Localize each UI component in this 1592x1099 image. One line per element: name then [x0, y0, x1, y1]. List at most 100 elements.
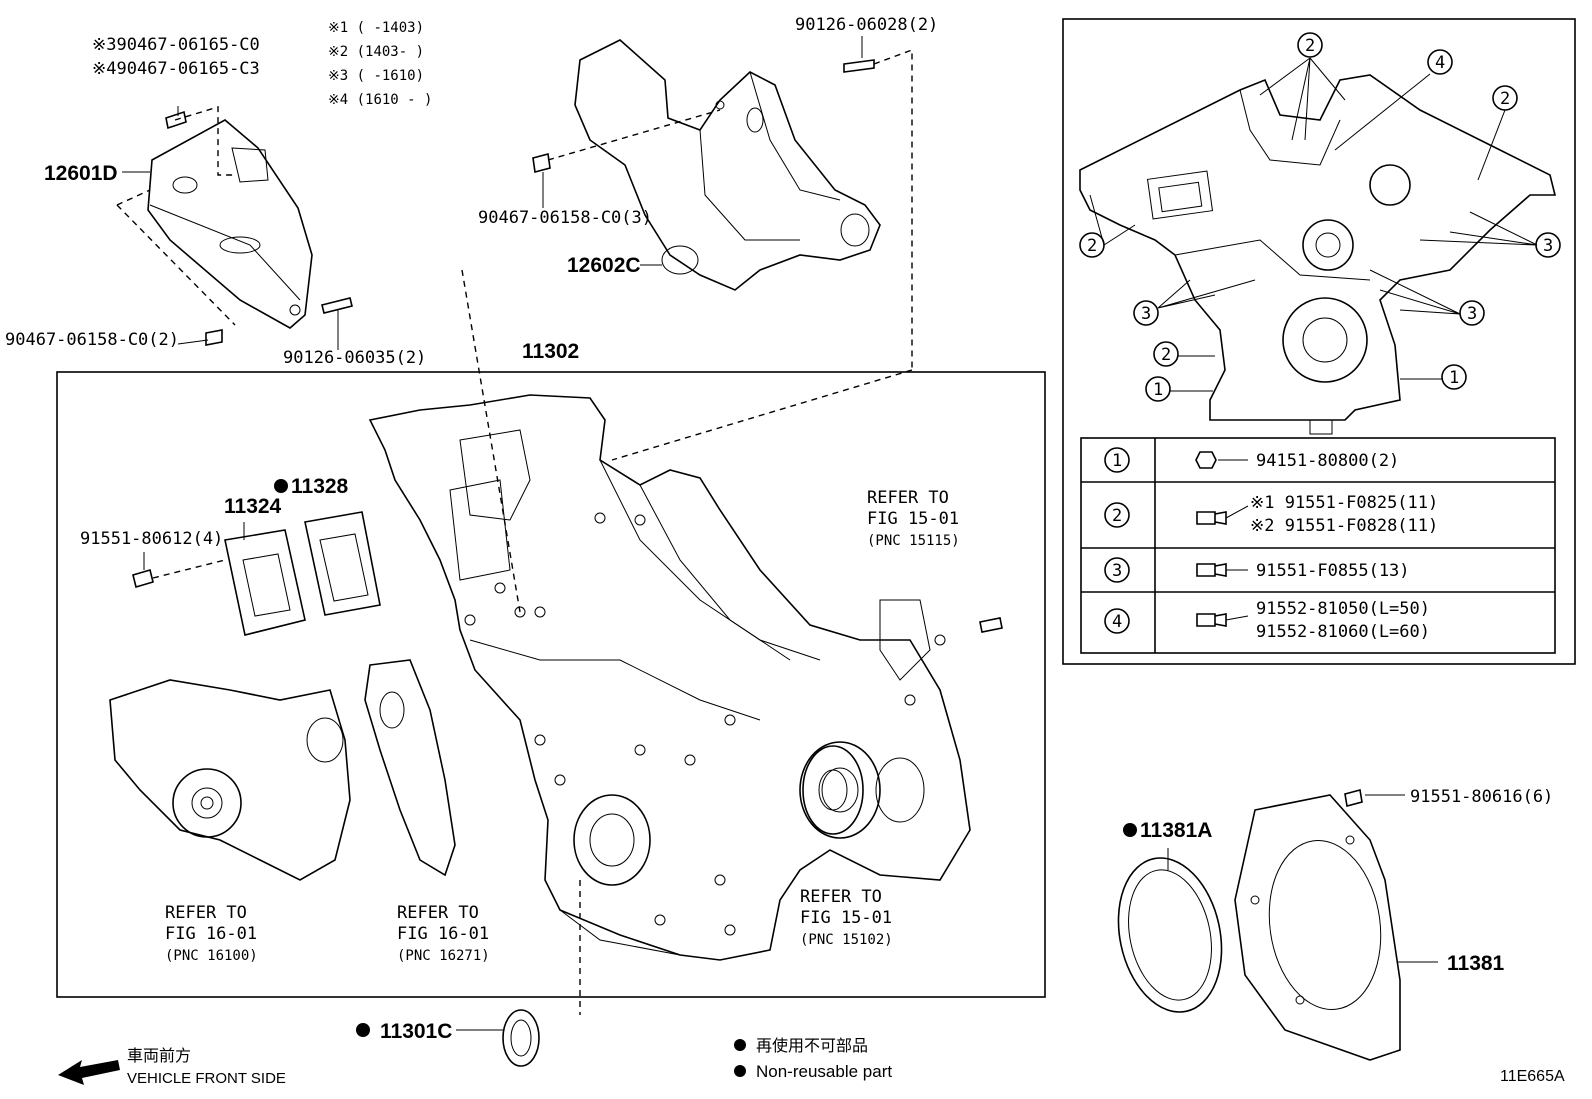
- svg-text:2: 2: [1500, 89, 1510, 109]
- oil-seal-11381a-drawing: [1117, 857, 1223, 1013]
- legend-non-reusable-jp: 再使用不可部品: [756, 1037, 868, 1055]
- ref-note-16100-line3: (PNC 16100): [165, 948, 258, 964]
- ref-note-16100-line2: FIG 16-01: [165, 924, 257, 944]
- label-11302: 11302: [522, 340, 579, 363]
- stud-icon: [843, 59, 875, 73]
- bolt-icon: [532, 152, 551, 174]
- bolt-table-row-4: 4 91552-81050(L=50) 91552-81060(L=60): [1104, 599, 1430, 642]
- date-note-2: ※2 (1403- ): [328, 44, 424, 60]
- ref-note-16271-line1: REFER TO: [397, 903, 479, 923]
- label-12601d: 12601D: [44, 162, 118, 185]
- inset-cover-outline-drawing: [1079, 74, 1557, 435]
- svg-text:91552-81050(L=50): 91552-81050(L=50): [1256, 599, 1430, 619]
- svg-text:4: 4: [1435, 53, 1445, 73]
- label-12602c: 12602C: [567, 254, 641, 277]
- svg-text:1: 1: [1449, 368, 1459, 388]
- gasket-11328-drawing: [304, 511, 381, 616]
- label-91551-80612: 91551-80612(4): [80, 529, 223, 549]
- svg-text:3: 3: [1543, 236, 1553, 256]
- label-90126-06028: 90126-06028(2): [795, 15, 938, 35]
- ref-note-16271-line3: (PNC 16271): [397, 948, 490, 964]
- bolt-icon: [1196, 613, 1249, 627]
- inset-callout-leaders: [1089, 57, 1538, 392]
- bolt-table-row-3: 3 91551-F0855(13): [1104, 557, 1410, 583]
- bracket-12602c-drawing: [574, 39, 881, 291]
- bolt-icon: [1344, 789, 1363, 807]
- timing-cover-11302-drawing: [368, 394, 971, 961]
- bolt-icon: [1195, 451, 1248, 469]
- inset-callout-2-left: 2: [1079, 232, 1105, 258]
- label-11328: 11328: [291, 475, 349, 498]
- svg-text:3: 3: [1112, 561, 1122, 581]
- ref-note-16271-line2: FIG 16-01: [397, 924, 489, 944]
- bolt-table-row-1: 1 94151-80800(2): [1104, 447, 1399, 473]
- non-reusable-dot-11381a: [1123, 823, 1137, 837]
- date-note-3: ※3 ( -1610): [328, 68, 424, 84]
- bolt-icon: [132, 568, 154, 589]
- ref-note-15115-line2: FIG 15-01: [867, 509, 959, 529]
- svg-text:1: 1: [1112, 451, 1122, 471]
- svg-text:4: 4: [1112, 612, 1122, 632]
- bolt-table-grid: [1080, 437, 1556, 654]
- legend-non-reusable-en: Non-reusable part: [756, 1062, 892, 1081]
- label-90126-06035: 90126-06035(2): [283, 348, 426, 368]
- svg-text:2: 2: [1161, 345, 1171, 365]
- ref-note-16100-line1: REFER TO: [165, 903, 247, 923]
- svg-text:2: 2: [1087, 236, 1097, 256]
- oil-pump-rotor-drawing: [802, 745, 864, 835]
- bolt-icon: [1196, 505, 1249, 525]
- inset-callout-3-right-top: 3: [1535, 232, 1561, 258]
- label-11381: 11381: [1447, 952, 1505, 975]
- ref-note-15102-line3: (PNC 15102): [800, 932, 893, 948]
- label-90467-06158-c0-left: 90467-06158-C0(2): [5, 330, 179, 350]
- non-reusable-dot-11328: [274, 479, 288, 493]
- label-11381a: 11381A: [1140, 819, 1212, 842]
- label-11301c: 11301C: [380, 1020, 452, 1043]
- inset-callout-2-top: 2: [1297, 32, 1323, 58]
- retainer-11381-drawing: [1234, 794, 1401, 1061]
- label-11324: 11324: [224, 495, 282, 518]
- bolt-icon: [1196, 563, 1248, 577]
- svg-text:※2 91551-F0828(11): ※2 91551-F0828(11): [1250, 516, 1438, 536]
- svg-text:※1 91551-F0825(11): ※1 91551-F0825(11): [1250, 493, 1438, 513]
- bolt-icon: [165, 106, 187, 130]
- non-reusable-dot-11301c: [356, 1023, 370, 1037]
- stud-icon: [321, 297, 353, 314]
- bracket-12601d-drawing: [147, 119, 313, 329]
- front-direction-arrow-icon: [58, 1060, 120, 1085]
- direction-label-en: VEHICLE FRONT SIDE: [127, 1070, 286, 1087]
- bolt-icon: [205, 329, 223, 346]
- inset-callout-2-lower: 2: [1153, 341, 1179, 367]
- inset-callout-3-left: 3: [1133, 300, 1159, 326]
- inset-callout-4: 4: [1427, 49, 1453, 75]
- inset-callout-1-right: 1: [1441, 364, 1467, 390]
- svg-text:94151-80800(2): 94151-80800(2): [1256, 451, 1399, 471]
- legend-dot-jp: [734, 1039, 746, 1051]
- ref-note-15115-line1: REFER TO: [867, 488, 949, 508]
- inset-callout-3-right-bottom: 3: [1459, 300, 1485, 326]
- svg-text:2: 2: [1305, 36, 1315, 56]
- inset-detail-frame: [1062, 18, 1576, 665]
- ref-note-15102-line1: REFER TO: [800, 887, 882, 907]
- inset-callout-1-left: 1: [1145, 376, 1171, 402]
- svg-text:91551-F0855(13): 91551-F0855(13): [1256, 561, 1410, 581]
- svg-text:1: 1: [1153, 380, 1163, 400]
- legend-dot-en: [734, 1065, 746, 1077]
- svg-text:3: 3: [1467, 304, 1477, 324]
- inset-callout-2-right: 2: [1492, 85, 1518, 111]
- bolt-table-row-2: 2 ※1 91551-F0825(11) ※2 91551-F0828(11): [1104, 493, 1438, 536]
- label-91551-80616: 91551-80616(6): [1410, 787, 1553, 807]
- gasket-11324-drawing: [224, 529, 306, 636]
- svg-text:91552-81060(L=60): 91552-81060(L=60): [1256, 622, 1430, 642]
- ref-note-15115-line3: (PNC 15115): [867, 533, 960, 549]
- bolt-icon: [979, 617, 1003, 633]
- assembly-frame-11302: [56, 371, 1046, 998]
- date-note-1: ※1 ( -1403): [328, 20, 424, 36]
- svg-text:2: 2: [1112, 506, 1122, 526]
- label-90467-06165-c3: ※490467-06165-C3: [92, 59, 260, 79]
- label-90467-06165-c0: ※390467-06165-C0: [92, 35, 260, 55]
- svg-text:3: 3: [1141, 304, 1151, 324]
- ref-note-15102-line2: FIG 15-01: [800, 908, 892, 928]
- water-pump-drawing: [109, 659, 456, 881]
